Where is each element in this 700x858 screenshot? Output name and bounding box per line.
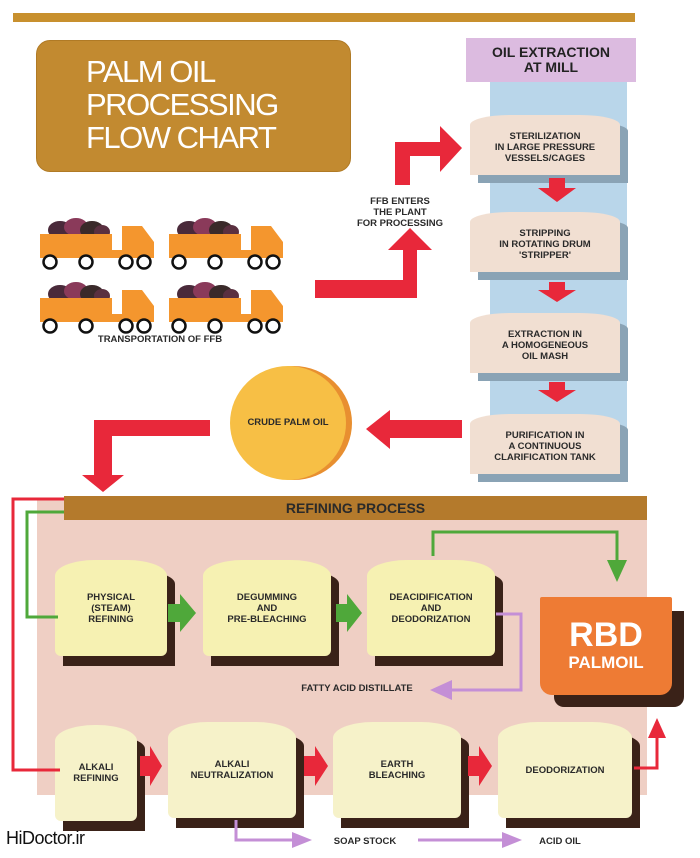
mill-step-sterilization: STERILIZATION IN LARGE PRESSURE VESSELS/… — [470, 115, 628, 183]
tank-alkali-neutralization: ALKALI NEUTRALIZATION — [168, 722, 304, 828]
arrow-green-1 — [168, 594, 196, 632]
truck-icon — [40, 218, 154, 270]
line-to-rbd — [431, 530, 619, 563]
line-fatty-acid — [448, 612, 523, 692]
top-divider — [13, 13, 635, 22]
soap-stock-label: SOAP STOCK — [333, 836, 397, 847]
arrow-soap-stock — [292, 832, 312, 848]
arrow-red-3 — [468, 746, 492, 786]
line-soap-stock — [234, 820, 295, 842]
arrow-green-2 — [336, 594, 362, 632]
arrow-mill-2 — [538, 282, 576, 302]
line-to-rbd-red — [634, 735, 659, 770]
mill-step-stripping: STRIPPING IN ROTATING DRUM 'STRIPPER' — [470, 212, 628, 280]
crude-palm-oil-disc: CRUDE PALM OIL — [230, 366, 346, 480]
title-box — [36, 40, 351, 172]
arrow-mill-3 — [538, 382, 576, 402]
page-title: PALM OIL PROCESSING FLOW CHART — [86, 54, 279, 155]
tank-earth-bleaching: EARTH BLEACHING — [333, 722, 469, 828]
palmoil-label: PALMOIL — [568, 653, 644, 672]
mill-step-extraction: EXTRACTION IN A HOMOGENEOUS OIL MASH — [470, 313, 628, 381]
truck-icon — [40, 282, 154, 334]
tank-degumming: DEGUMMING AND PRE-BLEACHING — [203, 560, 339, 666]
arrow-red-rbd — [648, 718, 666, 738]
arrow-red-2 — [304, 746, 328, 786]
refining-header: REFINING PROCESS — [64, 496, 647, 520]
transport-label: TRANSPORTATION OF FFB — [97, 334, 223, 345]
acid-oil-label: ACID OIL — [539, 836, 581, 847]
line-alkali-route — [11, 497, 64, 772]
tank-physical-refining: PHYSICAL (STEAM) REFINING — [55, 560, 175, 666]
fatty-acid-label: FATTY ACID DISTILLATE — [301, 683, 413, 694]
mill-header: OIL EXTRACTION AT MILL — [466, 38, 636, 82]
truck-icon — [169, 218, 283, 270]
arrow-fatty-acid — [430, 680, 452, 700]
rbd-label: RBD — [569, 616, 643, 654]
arrow-to-crude — [366, 410, 462, 449]
truck-icon — [169, 282, 283, 334]
line-physical-route — [25, 510, 64, 619]
arrow-mill-1 — [538, 178, 576, 202]
tank-deodorization: DEODORIZATION — [498, 722, 640, 828]
arrow-acid-oil — [502, 832, 522, 848]
rbd-palm-oil-product: RBD PALMOIL — [540, 597, 684, 707]
ffb-enter-label: FFB ENTERS THE PLANT FOR PROCESSING — [356, 196, 444, 229]
mill-step-purification: PURIFICATION IN A CONTINUOUS CLARIFICATI… — [470, 414, 628, 482]
arrow-red-1 — [140, 746, 162, 786]
tank-deacidification: DEACIDIFICATION AND DEODORIZATION — [367, 560, 503, 666]
arrow-ffb-up — [315, 228, 432, 298]
tank-alkali-refining: ALKALI REFINING — [55, 725, 145, 831]
arrow-green-rbd — [607, 560, 627, 582]
arrow-crude-to-refining — [82, 420, 210, 492]
watermark: HiDoctor.ir — [6, 828, 85, 848]
arrow-ffb-right — [395, 126, 462, 185]
